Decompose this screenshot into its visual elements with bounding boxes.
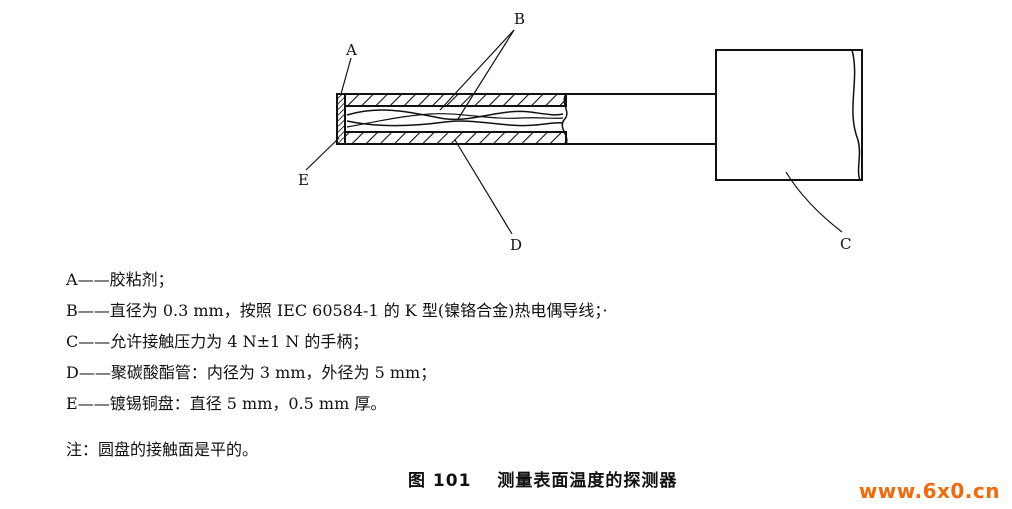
figure-note: 注：圆盘的接触面是平的。 xyxy=(66,440,259,459)
probe-diagram: A B C D E xyxy=(298,10,863,254)
leader-b-2 xyxy=(457,29,515,120)
legend-dash: —— xyxy=(78,332,111,351)
label-a: A xyxy=(345,41,357,59)
thermocouple-wire-2 xyxy=(346,120,564,127)
figure-title: 测量表面温度的探测器 xyxy=(497,471,678,491)
thermocouple-wire-3 xyxy=(346,113,564,128)
legend-item-d: D——聚碳酸酯管：内径为 3 mm，外径为 5 mm； xyxy=(66,357,607,388)
watermark: www.6x0.cn xyxy=(858,479,1000,503)
tube-wall-bottom xyxy=(344,131,567,145)
legend-text: 允许接触压力为 4 N±1 N 的手柄； xyxy=(110,332,369,351)
legend-item-a: A——胶粘剂； xyxy=(66,264,607,295)
figure-caption: 图 101 测量表面温度的探测器 xyxy=(408,466,677,496)
legend-item-c: C——允许接触压力为 4 N±1 N 的手柄； xyxy=(66,326,607,357)
legend-key: D xyxy=(66,363,79,382)
leader-c xyxy=(785,171,843,233)
legend-item-e: E——镀锡铜盘：直径 5 mm，0.5 mm 厚。 xyxy=(66,388,607,419)
leader-e xyxy=(305,137,340,171)
leader-a xyxy=(340,57,352,95)
legend-dash: —— xyxy=(78,363,111,382)
leader-d xyxy=(454,139,513,235)
label-d: D xyxy=(510,236,522,254)
legend-item-b: B——直径为 0.3 mm，按照 IEC 60584-1 的 K 型(镍铬合金)… xyxy=(66,295,607,326)
label-e: E xyxy=(298,171,309,189)
label-c: C xyxy=(840,235,851,253)
legend-key: A xyxy=(66,270,78,289)
legend-dash: —— xyxy=(77,270,110,289)
legend-dash: —— xyxy=(77,301,110,320)
legend-text: 直径为 0.3 mm，按照 IEC 60584-1 的 K 型(镍铬合金)热电偶… xyxy=(109,301,608,320)
legend-text: 镀锡铜盘：直径 5 mm，0.5 mm 厚。 xyxy=(109,394,387,413)
legend-key: E xyxy=(66,394,78,413)
tube-section-break xyxy=(561,93,568,145)
legend-dash: —— xyxy=(77,394,110,413)
thermocouple-wire-1 xyxy=(346,109,564,121)
legend-key: C xyxy=(66,332,79,351)
legend-key: B xyxy=(66,301,78,320)
legend: A——胶粘剂； B——直径为 0.3 mm，按照 IEC 60584-1 的 K… xyxy=(66,264,607,419)
figure-number: 图 101 xyxy=(408,471,472,491)
legend-text: 聚碳酸酯管：内径为 3 mm，外径为 5 mm； xyxy=(110,363,437,382)
handle xyxy=(715,49,863,181)
copper-disc xyxy=(336,93,346,145)
handle-break-line xyxy=(851,49,861,181)
leader-b-1 xyxy=(439,29,515,111)
label-b: B xyxy=(514,10,525,28)
tube-wall-top xyxy=(344,93,567,107)
legend-text: 胶粘剂； xyxy=(109,270,174,289)
